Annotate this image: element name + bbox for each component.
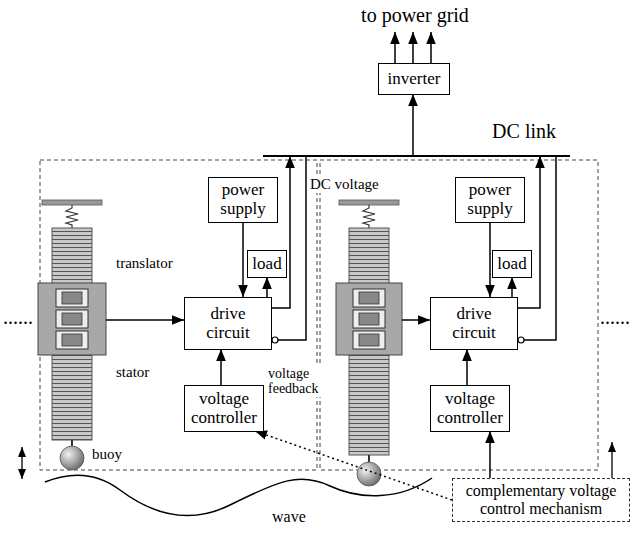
part-label: buoy [92, 446, 132, 463]
grid-arrow [412, 32, 414, 63]
node-text: power supply [460, 181, 520, 218]
node-text: inverter [388, 70, 441, 89]
output-label: to power grid [350, 4, 480, 26]
dc-link-bus: DC link [263, 120, 570, 157]
connector [266, 277, 268, 297]
connector [466, 349, 468, 385]
ellipsis-mark: ...... [3, 306, 39, 328]
node-text: voltage controller [435, 390, 505, 427]
drive-box: drive circuit [184, 297, 272, 350]
control-arrow [611, 442, 612, 478]
mechanism-box: complementary voltage control mechanism [452, 478, 630, 522]
node-text: power supply [213, 181, 273, 218]
signal-label: voltage feedback [268, 366, 326, 397]
load-box: load [247, 250, 286, 278]
node-text: load [497, 255, 526, 274]
part-label: translator [116, 255, 186, 272]
terminal-dot [518, 337, 524, 343]
inverter-box: inverter [378, 63, 450, 95]
ellipsis-mark: ...... [600, 306, 632, 328]
node-text: drive circuit [189, 305, 267, 342]
unit-outline [40, 160, 317, 470]
controller-box: voltage controller [430, 385, 510, 432]
part-label: wave [272, 508, 317, 526]
drive-box: drive circuit [430, 297, 518, 350]
grid-arrow [394, 32, 396, 63]
signal-label: DC voltage [310, 176, 390, 193]
supply-box: power supply [208, 177, 278, 223]
connector [412, 94, 414, 156]
load-box: load [492, 250, 531, 278]
connector [489, 222, 491, 297]
linear-generator [22, 200, 184, 479]
connector [489, 431, 491, 478]
linear-generator [336, 200, 430, 486]
part-label: stator [116, 364, 176, 381]
node-text: complementary voltage control mechanism [459, 482, 623, 517]
grid-arrow [430, 32, 432, 63]
connector [242, 222, 244, 297]
node-text: voltage controller [189, 390, 259, 427]
connector [255, 431, 452, 500]
wave-line [45, 475, 432, 515]
connector [511, 277, 513, 297]
connector [220, 349, 222, 385]
supply-box: power supply [455, 177, 525, 223]
node-text: load [252, 255, 281, 274]
node-text: DC link [492, 120, 556, 142]
node-text: drive circuit [435, 305, 513, 342]
controller-box: voltage controller [184, 385, 264, 432]
terminal-dot [272, 337, 278, 343]
